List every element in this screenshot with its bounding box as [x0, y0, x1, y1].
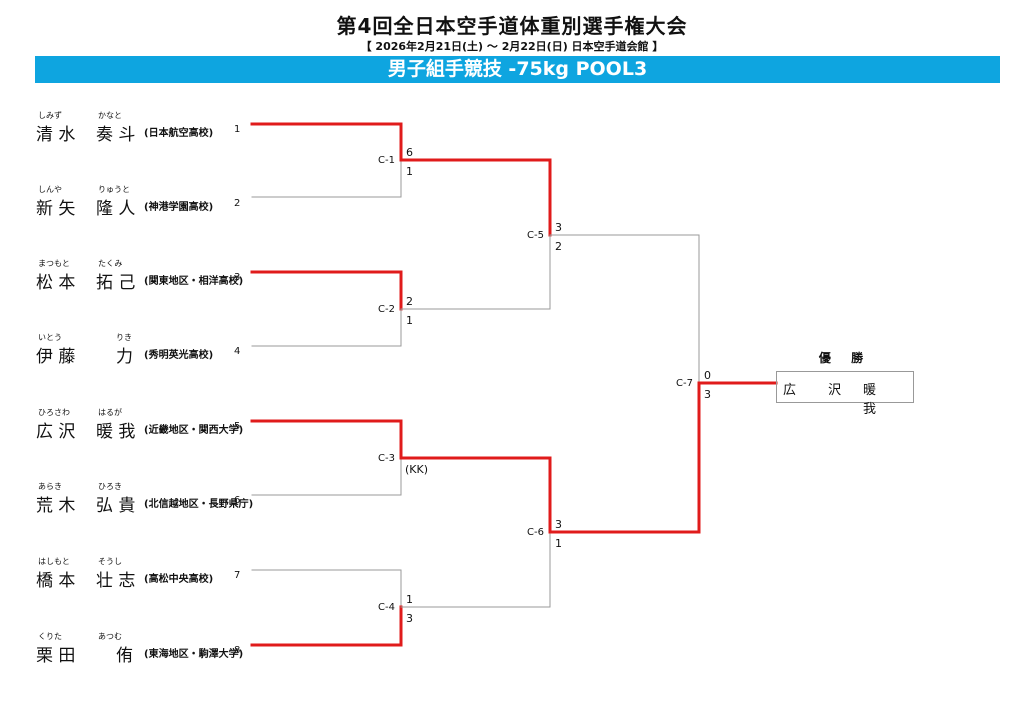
match-c7-label: C-7 — [676, 378, 693, 389]
player-8-family-name: 栗 田 — [36, 646, 76, 666]
player-2-seed: 2 — [234, 198, 241, 209]
player-8-kana-family: くりた — [38, 632, 62, 641]
player-6-seed: 6 — [234, 495, 241, 506]
player-1-family-name: 清 水 — [36, 125, 76, 145]
match-c2-bottom-score: 1 — [406, 314, 413, 327]
player-6-affiliation: (北信越地区・長野県庁) — [144, 499, 254, 510]
match-c4-top-score: 1 — [406, 593, 413, 606]
match-c6-label: C-6 — [527, 527, 544, 538]
player-2-family-name: 新 矢 — [36, 199, 76, 219]
line-c1-winner — [399, 158, 552, 237]
category-banner: 男子組手競技 -75kg POOL3 — [35, 56, 1000, 83]
match-c7-bottom-score: 3 — [704, 388, 711, 401]
match-c2-label: C-2 — [378, 304, 395, 315]
player-6-kana-given: ひろき — [98, 482, 122, 491]
player-2-given-name: 隆 人 — [96, 199, 136, 219]
player-6-family-name: 荒 木 — [36, 496, 76, 516]
champion-box: 広 沢 暖 我 — [776, 371, 914, 417]
line-p7 — [251, 569, 402, 608]
player-1-kana-given: かなと — [98, 111, 122, 120]
line-p3 — [250, 270, 403, 311]
line-p2 — [251, 159, 402, 198]
player-5-seed: 5 — [234, 421, 241, 432]
player-4-kana-family: いとう — [38, 333, 62, 342]
player-3-family-name: 松 本 — [36, 273, 76, 293]
player-4-family-name: 伊 藤 — [36, 347, 76, 367]
player-3-seed: 3 — [234, 272, 241, 283]
player-3-given-name: 拓 己 — [96, 273, 136, 293]
match-c3-bottom-score: (KK) — [405, 463, 429, 476]
match-c7-top-score: 0 — [704, 369, 711, 382]
player-2-kana-family: しんや — [38, 185, 62, 194]
player-1-given-name: 奏 斗 — [96, 125, 136, 145]
player-4-affiliation: (秀明英光高校) — [144, 350, 214, 361]
player-4-given-name: 力 — [116, 347, 133, 367]
line-c2-winner — [400, 234, 551, 310]
player-7-family-name: 橋 本 — [36, 571, 76, 591]
player-7-seed: 7 — [234, 570, 241, 581]
champion-given-name: 暖 我 — [863, 383, 889, 417]
player-2-kana-given: りゅうと — [98, 185, 130, 194]
player-8-affiliation: (東海地区・駒澤大学) — [144, 649, 244, 660]
champion-heading: 優 勝 — [818, 351, 872, 365]
player-5-kana-family: ひろさわ — [38, 408, 70, 417]
match-c6-top-score: 3 — [555, 518, 562, 531]
line-p6 — [251, 457, 402, 496]
player-3-kana-family: まつもと — [38, 259, 70, 268]
player-4-kana-given: りき — [116, 333, 132, 342]
match-c2-top-score: 2 — [406, 295, 413, 308]
player-5-given-name: 暖 我 — [96, 422, 136, 442]
player-6-given-name: 弘 貴 — [96, 496, 136, 516]
player-8-seed: 8 — [234, 645, 241, 656]
event-date-venue: 【 2026年2月21日(土) ～ 2月22日(日) 日本空手道会館 】 — [360, 40, 664, 53]
player-2-affiliation: (神港学園高校) — [144, 202, 214, 213]
player-1-seed: 1 — [234, 124, 241, 135]
player-7-kana-given: そうし — [98, 557, 122, 566]
player-5-family-name: 広 沢 — [36, 422, 76, 442]
line-c4-winner — [400, 531, 551, 608]
match-c3-label: C-3 — [378, 453, 395, 464]
player-8-given-name: 侑 — [116, 646, 133, 666]
match-c1-top-score: 6 — [406, 146, 413, 159]
player-5-kana-given: はるが — [98, 408, 122, 417]
line-c3-winner — [399, 456, 552, 534]
line-c5-winner — [549, 234, 700, 384]
match-c1-label: C-1 — [378, 155, 395, 166]
player-6-kana-family: あらき — [38, 482, 62, 491]
match-c6-bottom-score: 1 — [555, 537, 562, 550]
match-c5-bottom-score: 2 — [555, 240, 562, 253]
match-c5-top-score: 3 — [555, 221, 562, 234]
player-7-kana-family: はしもと — [38, 557, 70, 566]
player-3-kana-given: たくみ — [98, 259, 123, 268]
line-p5 — [250, 419, 403, 460]
line-p8 — [250, 605, 403, 647]
player-7-affiliation: (高松中央高校) — [144, 574, 214, 585]
player-8-kana-given: あつむ — [98, 632, 122, 641]
player-3-affiliation: (関東地区・相洋高校) — [144, 276, 244, 287]
player-1-kana-family: しみず — [38, 111, 62, 120]
match-c4-label: C-4 — [378, 602, 395, 613]
player-4-seed: 4 — [234, 346, 241, 357]
player-5-affiliation: (近畿地区・関西大学) — [144, 425, 244, 436]
match-c4-bottom-score: 3 — [406, 612, 413, 625]
line-p4 — [251, 308, 402, 347]
match-c5-label: C-5 — [527, 230, 544, 241]
player-1-affiliation: (日本航空高校) — [144, 128, 214, 139]
champion-family-name: 広 沢 — [783, 383, 856, 398]
line-c6-winner — [548, 381, 701, 534]
player-7-given-name: 壮 志 — [96, 571, 136, 591]
line-p1 — [250, 122, 403, 162]
match-c1-bottom-score: 1 — [406, 165, 413, 178]
page-title: 第4回全日本空手道体重別選手権大会 — [336, 14, 688, 38]
